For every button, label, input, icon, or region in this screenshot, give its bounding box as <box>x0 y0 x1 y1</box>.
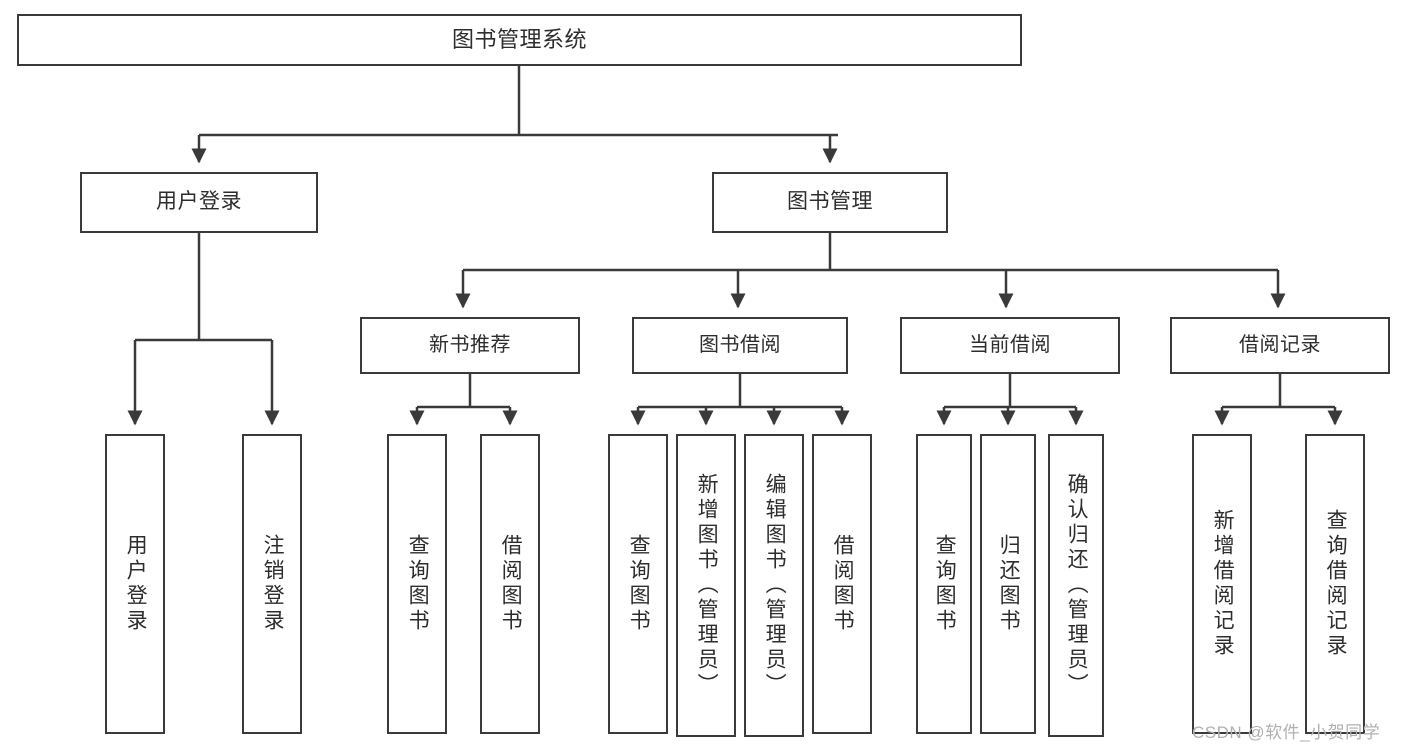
node-leaf-add-book-label: 新增图书（管理员） <box>695 473 719 698</box>
node-leaf-return-book-label: 归还图书 <box>997 534 1021 634</box>
node-book-borrow-label: 图书借阅 <box>699 334 781 356</box>
node-leaf-query-book-2[interactable]: 查询图书 <box>608 434 668 734</box>
node-leaf-add-record-label: 新增借阅记录 <box>1211 509 1235 659</box>
node-leaf-confirm-return[interactable]: 确认归还（管理员） <box>1048 434 1104 737</box>
node-new-book-recommend[interactable]: 新书推荐 <box>360 317 580 374</box>
node-leaf-user-login[interactable]: 用户登录 <box>105 434 165 734</box>
node-user-login[interactable]: 用户登录 <box>80 172 318 233</box>
node-leaf-edit-book[interactable]: 编辑图书（管理员） <box>744 434 804 737</box>
node-book-manage[interactable]: 图书管理 <box>712 172 948 233</box>
node-leaf-logout[interactable]: 注销登录 <box>242 434 302 734</box>
node-leaf-query-book-3[interactable]: 查询图书 <box>916 434 972 734</box>
node-borrow-record[interactable]: 借阅记录 <box>1170 317 1390 374</box>
node-leaf-confirm-return-label: 确认归还（管理员） <box>1065 473 1089 698</box>
node-leaf-return-book[interactable]: 归还图书 <box>980 434 1036 734</box>
node-leaf-query-record[interactable]: 查询借阅记录 <box>1305 434 1365 734</box>
watermark: CSDN @软件_小贺同学 <box>1192 723 1381 742</box>
node-book-manage-label: 图书管理 <box>787 190 873 214</box>
node-leaf-add-book[interactable]: 新增图书（管理员） <box>676 434 736 737</box>
node-borrow-record-label: 借阅记录 <box>1239 334 1321 356</box>
node-book-borrow[interactable]: 图书借阅 <box>632 317 848 374</box>
node-leaf-logout-label: 注销登录 <box>261 534 285 634</box>
node-leaf-query-book-1-label: 查询图书 <box>406 534 430 634</box>
node-leaf-borrow-book-2-label: 借阅图书 <box>831 534 855 634</box>
node-leaf-query-book-2-label: 查询图书 <box>627 534 651 634</box>
node-leaf-borrow-book-1-label: 借阅图书 <box>499 534 523 634</box>
node-new-book-recommend-label: 新书推荐 <box>429 334 511 356</box>
node-current-borrow[interactable]: 当前借阅 <box>900 317 1120 374</box>
node-leaf-query-record-label: 查询借阅记录 <box>1324 509 1348 659</box>
node-root[interactable]: 图书管理系统 <box>17 14 1022 66</box>
node-user-login-label: 用户登录 <box>156 190 242 214</box>
node-leaf-borrow-book-2[interactable]: 借阅图书 <box>812 434 872 734</box>
node-leaf-query-book-1[interactable]: 查询图书 <box>387 434 447 734</box>
node-leaf-add-record[interactable]: 新增借阅记录 <box>1192 434 1252 734</box>
node-root-label: 图书管理系统 <box>451 27 587 53</box>
node-leaf-borrow-book-1[interactable]: 借阅图书 <box>480 434 540 734</box>
node-leaf-query-book-3-label: 查询图书 <box>933 534 957 634</box>
node-leaf-edit-book-label: 编辑图书（管理员） <box>763 473 787 698</box>
node-current-borrow-label: 当前借阅 <box>969 334 1051 356</box>
node-leaf-user-login-label: 用户登录 <box>124 534 148 634</box>
